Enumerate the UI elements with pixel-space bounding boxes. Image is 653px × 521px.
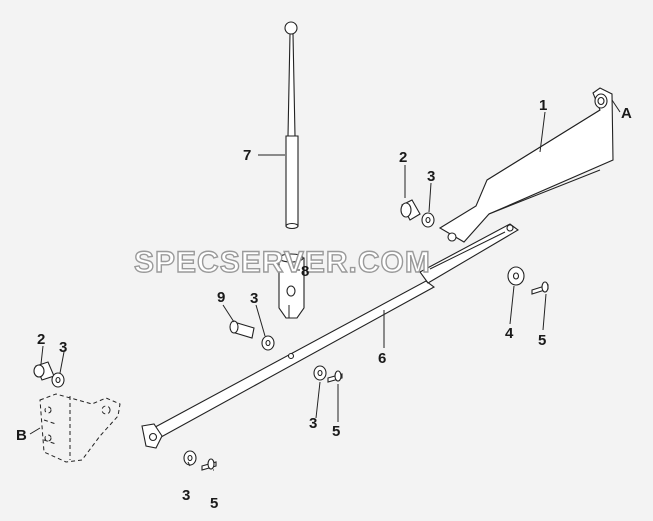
watermark-text: SPECSERVER.COM xyxy=(134,246,431,279)
label-part-4: 4 xyxy=(505,325,514,342)
label-part-3-left: 3 xyxy=(59,339,67,356)
cotter-pin-5-right xyxy=(531,281,549,295)
part-7-vertical-rod xyxy=(284,21,299,230)
label-point-a: A xyxy=(621,105,632,122)
label-part-1: 1 xyxy=(539,97,547,114)
washer-3-top xyxy=(421,212,435,228)
cotter-pin-5-center xyxy=(327,370,343,383)
label-part-2-left: 2 xyxy=(37,331,45,348)
part-6-long-rod xyxy=(141,223,519,449)
washer-3-left xyxy=(51,372,65,388)
label-point-b: B xyxy=(16,427,27,444)
label-part-9: 9 xyxy=(217,289,225,306)
label-part-3-bottom: 3 xyxy=(182,487,190,504)
cotter-pin-5-bottom xyxy=(201,458,217,471)
callout-labels: 1 A 2 3 7 8 9 3 6 4 5 2 3 B 3 5 3 5 xyxy=(16,97,632,512)
label-part-2-top: 2 xyxy=(399,149,407,166)
washer-4 xyxy=(507,266,525,286)
washer-3-mid xyxy=(261,335,275,351)
leader-lines xyxy=(29,99,621,471)
part-1-bracket-arm xyxy=(438,87,614,243)
label-part-7: 7 xyxy=(243,147,251,164)
part-b-mount-bracket xyxy=(39,393,121,463)
label-part-3-center: 3 xyxy=(309,415,317,432)
label-part-5-bottom: 5 xyxy=(210,495,218,512)
washer-3-bottom xyxy=(183,450,197,466)
label-part-6: 6 xyxy=(378,350,386,367)
label-part-3-mid: 3 xyxy=(250,290,258,307)
pin-9 xyxy=(229,320,255,339)
label-part-5-right: 5 xyxy=(538,332,546,349)
part-8-clevis xyxy=(278,253,305,319)
washer-3-center xyxy=(313,365,327,381)
label-part-3-top: 3 xyxy=(427,168,435,185)
pin-2-top xyxy=(400,199,421,221)
label-part-8: 8 xyxy=(301,263,309,280)
label-part-5-center: 5 xyxy=(332,423,340,440)
pin-2-left xyxy=(33,361,55,381)
